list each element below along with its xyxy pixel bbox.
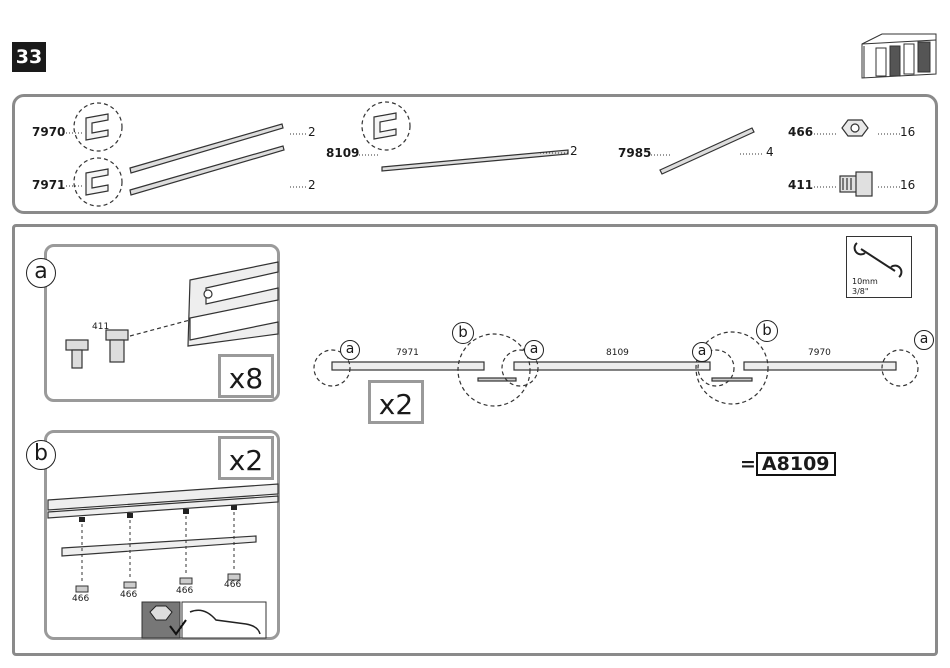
assembly-rail-7971: 7971 (396, 348, 419, 358)
assembly-label-a-3: a (692, 342, 712, 362)
assembly-result-prefix: = (740, 453, 756, 475)
assembly-multiplier: x2 (368, 380, 424, 424)
assembly-label-b-2: b (756, 320, 778, 342)
assembly-rail-7970: 7970 (808, 348, 831, 358)
assembly-result-code: A8109 (756, 452, 836, 476)
assembly-label-b-1: b (452, 322, 474, 344)
assembly-label-a-2: a (524, 340, 544, 360)
assembly-result: =A8109 (740, 452, 836, 476)
assembly-label-a-1: a (340, 340, 360, 360)
assembly-rail-8109: 8109 (606, 348, 629, 358)
assembly-label-a-4: a (914, 330, 934, 350)
